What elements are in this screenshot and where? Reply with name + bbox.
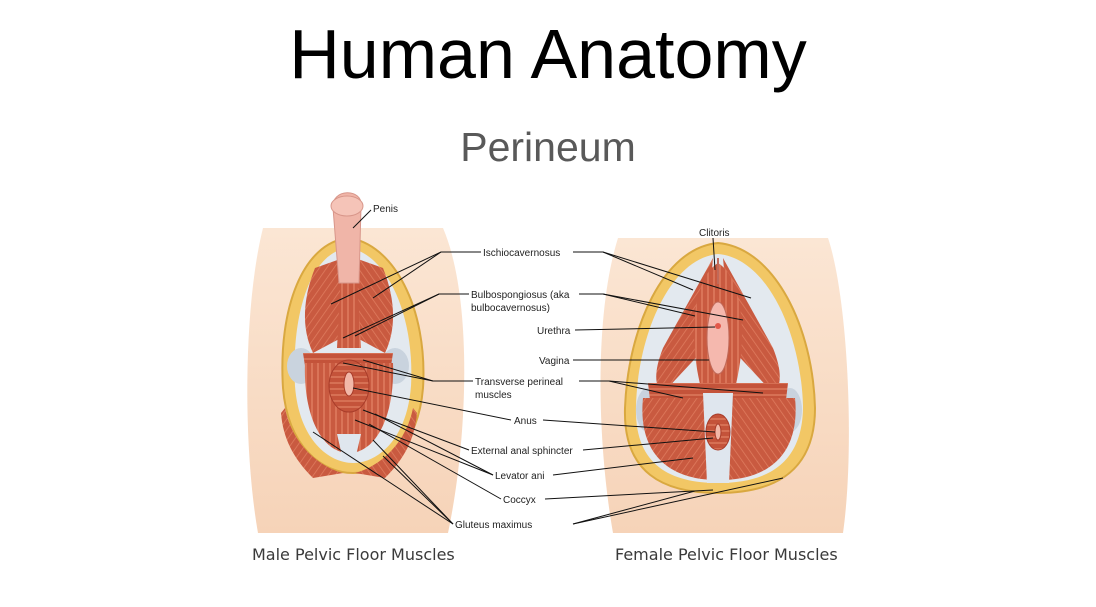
male-ischiocavernosus-right [355,258,394,353]
female-anus [714,423,722,441]
perineum-diagram: Penis Clitoris Ischiocavernosus Bulbospo… [243,188,855,568]
label-gluteus-maximus: Gluteus maximus [455,520,532,531]
female-ischiocavernosus-right [723,258,780,393]
label-penis: Penis [373,204,398,215]
label-transverse-line1: Transverse perineal [475,377,563,388]
male-pelvis [247,192,465,533]
label-coccyx: Coccyx [503,495,536,506]
caption-female: Female Pelvic Floor Muscles [615,545,838,564]
label-ischiocavernosus: Ischiocavernosus [483,248,560,259]
label-bulbospongiosus-line2: bulbocavernosus) [471,303,550,314]
diagram-labels: Penis Clitoris Ischiocavernosus Bulbospo… [373,204,730,531]
male-ischiocavernosus-left [304,258,343,353]
female-levator-ani-right [725,398,796,480]
leader-lines [312,209,784,525]
male-bulbospongiosus [337,273,361,348]
penis-glans [330,195,364,217]
female-urethra [715,323,721,329]
label-external-anal-sphincter: External anal sphincter [471,446,573,457]
label-anus: Anus [514,416,537,427]
perineum-illustration: Penis Clitoris Ischiocavernosus Bulbospo… [247,192,849,564]
label-transverse-line2: muscles [475,390,512,401]
caption-male: Male Pelvic Floor Muscles [252,545,455,564]
female-pelvis [600,238,849,533]
page-title: Human Anatomy [289,15,807,93]
male-gluteus-left [281,408,343,478]
male-coccyx [337,434,361,460]
male-anus [343,371,355,397]
label-bulbospongiosus-line1: Bulbospongiosus (aka [471,290,570,301]
label-urethra: Urethra [537,326,571,337]
label-levator-ani: Levator ani [495,471,544,482]
female-ischiocavernosus-left [656,258,713,393]
male-gluteus-right [355,408,417,478]
label-clitoris: Clitoris [699,228,730,239]
page-subtitle: Perineum [460,124,636,170]
female-levator-ani-left [642,398,713,480]
label-vagina: Vagina [539,356,570,367]
female-vagina [706,301,730,375]
